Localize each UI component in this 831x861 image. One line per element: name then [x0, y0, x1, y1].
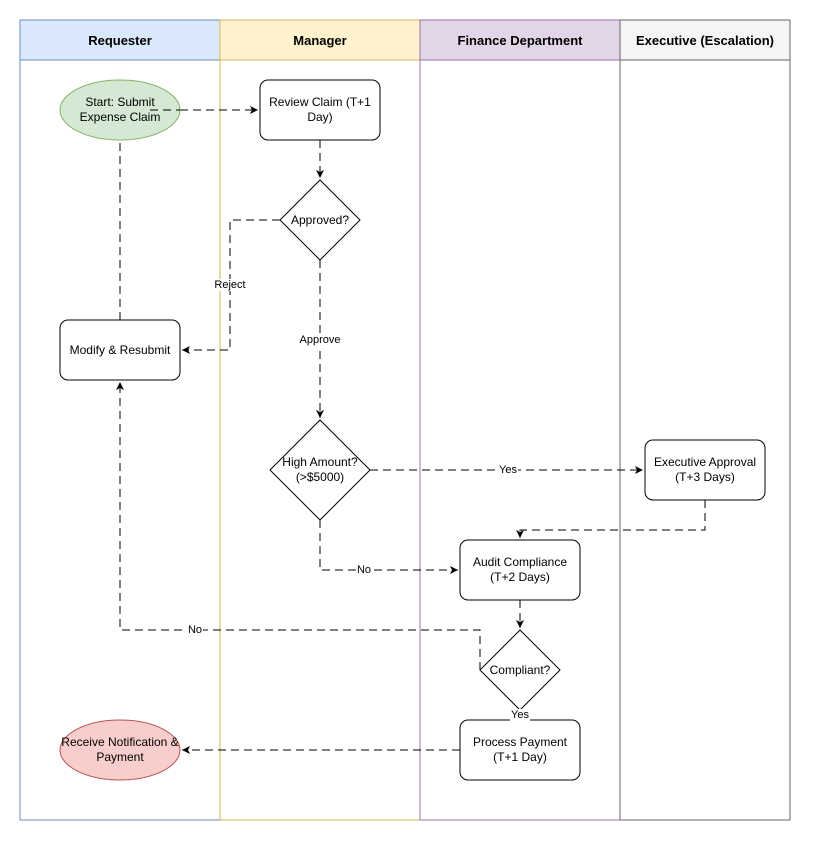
modify-node-shape	[59, 319, 181, 381]
edge-label-no-audit: No	[355, 564, 373, 576]
review-node-shape	[259, 79, 381, 141]
edge-compliant-no-to-modify	[116, 382, 481, 670]
exec-approval-node-shape	[644, 439, 766, 501]
lane-title-executive: Executive (Escalation)	[636, 32, 774, 48]
edge-label-approve: Approve	[298, 334, 342, 346]
edge-label-reject: Reject	[213, 279, 247, 291]
lanes	[19, 19, 791, 821]
compliant-node-label: Compliant?	[489, 662, 551, 677]
lane-body-executive	[620, 20, 790, 820]
lane-title-manager: Manager	[293, 32, 347, 48]
lane-header-manager	[219, 19, 421, 61]
lane-header-finance	[419, 19, 621, 61]
edge-label-yes-payment: Yes	[510, 709, 530, 721]
high-amount-node-shape	[269, 419, 371, 521]
edge-high-no-to-audit	[319, 520, 458, 574]
audit-node-label: Audit Compliance (T+2 Days)	[472, 555, 568, 584]
lane-title-finance: Finance Department	[457, 32, 583, 48]
edge-label-no-modify: No	[186, 624, 204, 636]
lane-header-executive	[619, 19, 791, 61]
receive-node-label: Receive Notification & Payment	[61, 735, 179, 764]
exec-approval-node-label: Executive Approval (T+3 Days)	[653, 455, 757, 484]
start-node-label: Start: Submit Expense Claim	[79, 95, 161, 124]
edge-exec-to-audit	[516, 500, 706, 538]
edges	[116, 106, 706, 754]
modify-node-label: Modify & Resubmit	[69, 342, 171, 357]
high-amount-node-label: High Amount? (>$5000)	[282, 455, 358, 484]
receive-node-shape	[59, 719, 181, 781]
payment-node-label: Process Payment (T+1 Day)	[472, 735, 568, 764]
nodes	[59, 79, 766, 781]
edge-label-yes-exec: Yes	[498, 464, 518, 476]
approved-node-shape	[279, 179, 361, 261]
review-node-label: Review Claim (T+1 Day)	[269, 95, 371, 124]
approved-node-label: Approved?	[290, 212, 350, 227]
audit-node-shape	[459, 539, 581, 601]
lane-header-requester	[19, 19, 221, 61]
lane-body-requester	[20, 20, 220, 820]
lane-title-requester: Requester	[88, 32, 152, 48]
